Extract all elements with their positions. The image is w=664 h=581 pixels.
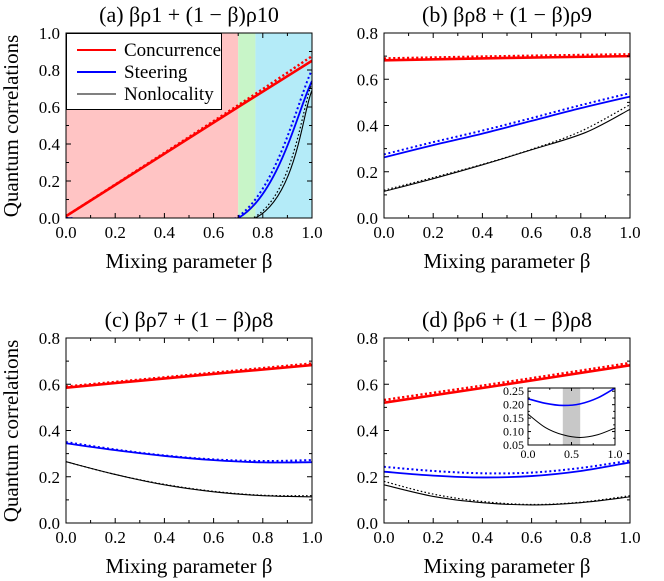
panel-c-xlabel: Mixing parameter β	[106, 554, 273, 578]
panel-d-xlabel: Mixing parameter β	[424, 554, 591, 578]
y-tick-label: 0.6	[357, 375, 378, 394]
series-nonlocality-line	[66, 90, 312, 218]
series-nonlocality-bound-line	[384, 480, 630, 506]
panel-c-title: (c) βρ7 + (1 − β)ρ8	[105, 307, 274, 332]
x-tick-label: 1.0	[619, 223, 640, 242]
panel-c-ylabel: Quantum correlations	[0, 340, 23, 523]
x-tick-label: 0.2	[423, 223, 444, 242]
x-tick-label: 0.2	[105, 528, 126, 547]
x-tick-label: 1.0	[619, 528, 640, 547]
y-tick-label: 0.2	[39, 468, 60, 487]
shaded-region-1	[238, 33, 256, 218]
y-tick-label: 0.2	[357, 468, 378, 487]
panel-b-chart: 0.0 0.2 0.4 0.6 0.8 1.0 0.0 0.2 0.4 0.6 0.8	[357, 24, 641, 242]
y-tick-label: 0.8	[357, 24, 378, 43]
x-tick-label: 0.0	[521, 447, 536, 461]
series-nonlocality-line	[528, 413, 615, 438]
y-tick-label: 0.05	[503, 438, 524, 452]
series-concurrence-bound-line	[66, 362, 312, 388]
series-steering-line	[384, 95, 630, 159]
y-tick-label: 0.6	[39, 98, 60, 117]
panel-a-xlabel: Mixing parameter β	[106, 249, 273, 273]
x-tick-label: 0.4	[154, 528, 176, 547]
legend: Concurrence Steering Nonlocality	[66, 33, 222, 110]
series-nonlocality-bound-line	[66, 461, 312, 497]
x-tick-label: 0.6	[203, 528, 224, 547]
x-tick-label: 1.0	[608, 447, 623, 461]
y-tick-label: 0.0	[357, 514, 378, 533]
x-tick-label: 0.5	[564, 447, 579, 461]
legend-label-steering: Steering	[124, 62, 188, 83]
y-tick-label: 0.2	[357, 163, 378, 182]
shaded-region-2	[255, 33, 312, 218]
panel-b-title: (b) βρ8 + (1 − β)ρ9	[422, 2, 592, 27]
x-tick-label: 0.8	[252, 528, 273, 547]
series-steering-bound-line	[384, 92, 630, 156]
x-tick-label: 0.6	[521, 528, 542, 547]
y-tick-label: 0.8	[357, 329, 378, 348]
x-tick-label: 0.4	[154, 223, 176, 242]
y-tick-label: 0.4	[39, 135, 61, 154]
x-tick-label: 0.2	[423, 528, 444, 547]
legend-label-concurrence: Concurrence	[124, 40, 221, 61]
x-tick-label: 0.6	[203, 223, 224, 242]
series-steering-bound-line	[66, 441, 312, 463]
shaded-region	[562, 388, 581, 445]
x-tick-label: 0.8	[252, 223, 273, 242]
series-concurrence-line	[384, 54, 630, 62]
series-concurrence-line	[66, 59, 312, 218]
y-tick-label: 1.0	[39, 24, 60, 43]
x-tick-label: 0.2	[105, 223, 126, 242]
plot-area	[66, 338, 312, 523]
y-tick-label: 0.4	[357, 422, 379, 441]
series-concurrence-bound-line	[384, 361, 630, 402]
y-tick-label: 0.6	[39, 375, 60, 394]
y-tick-label: 0.4	[39, 422, 61, 441]
panel-a-ylabel: Quantum correlations	[0, 35, 23, 218]
x-tick-label: 0.4	[472, 528, 494, 547]
legend-label-nonlocality: Nonlocality	[124, 84, 214, 105]
plot-area	[384, 33, 630, 218]
panel-b-xlabel: Mixing parameter β	[424, 249, 591, 273]
y-tick-label: 0.0	[357, 209, 378, 228]
x-tick-label: 1.0	[301, 528, 322, 547]
series-nonlocality-line	[384, 484, 630, 506]
y-tick-label: 0.6	[357, 70, 378, 89]
series-steering-line	[66, 442, 312, 464]
series-steering-line	[528, 388, 615, 407]
series-steering-line	[66, 80, 312, 218]
panel-d-chart: 0.0 0.2 0.4 0.6 0.8 1.0 0.0 0.2 0.4 0.6 0.8 0.0 0.5 1…	[357, 329, 641, 547]
x-tick-label: 0.4	[472, 223, 494, 242]
x-tick-label: 0.8	[570, 528, 591, 547]
panel-c-chart: 0.0 0.2 0.4 0.6 0.8 1.0 0.0 0.2 0.4 0.6 0.8	[39, 329, 323, 547]
panel-a-title: (a) βρ1 + (1 − β)ρ10	[99, 2, 279, 27]
series-concurrence-bound-line	[384, 53, 630, 60]
y-tick-label: 0.15	[503, 411, 524, 425]
panel-d-inset-chart: 0.0 0.5 1.0 0.050.100.150.200.25	[503, 384, 623, 461]
y-tick-label: 0.4	[357, 117, 379, 136]
y-tick-label: 0.25	[503, 384, 524, 398]
y-tick-label: 0.0	[39, 514, 60, 533]
x-tick-label: 0.0	[55, 528, 76, 547]
y-tick-label: 0.10	[503, 425, 524, 439]
y-tick-label: 0.0	[39, 209, 60, 228]
y-tick-label: 0.8	[39, 61, 60, 80]
y-tick-label: 0.8	[39, 329, 60, 348]
y-tick-label: 0.20	[503, 398, 524, 412]
x-tick-label: 0.8	[570, 223, 591, 242]
x-tick-label: 0.0	[373, 223, 394, 242]
series-nonlocality-bound-line	[384, 104, 630, 191]
x-tick-label: 0.0	[55, 223, 76, 242]
y-tick-label: 0.2	[39, 172, 60, 191]
series-concurrence-line	[384, 364, 630, 405]
panel-d-title: (d) βρ6 + (1 − β)ρ8	[422, 307, 592, 332]
x-tick-label: 0.0	[373, 528, 394, 547]
series-steering-line	[384, 461, 630, 479]
x-tick-label: 1.0	[301, 223, 322, 242]
x-tick-label: 0.6	[521, 223, 542, 242]
